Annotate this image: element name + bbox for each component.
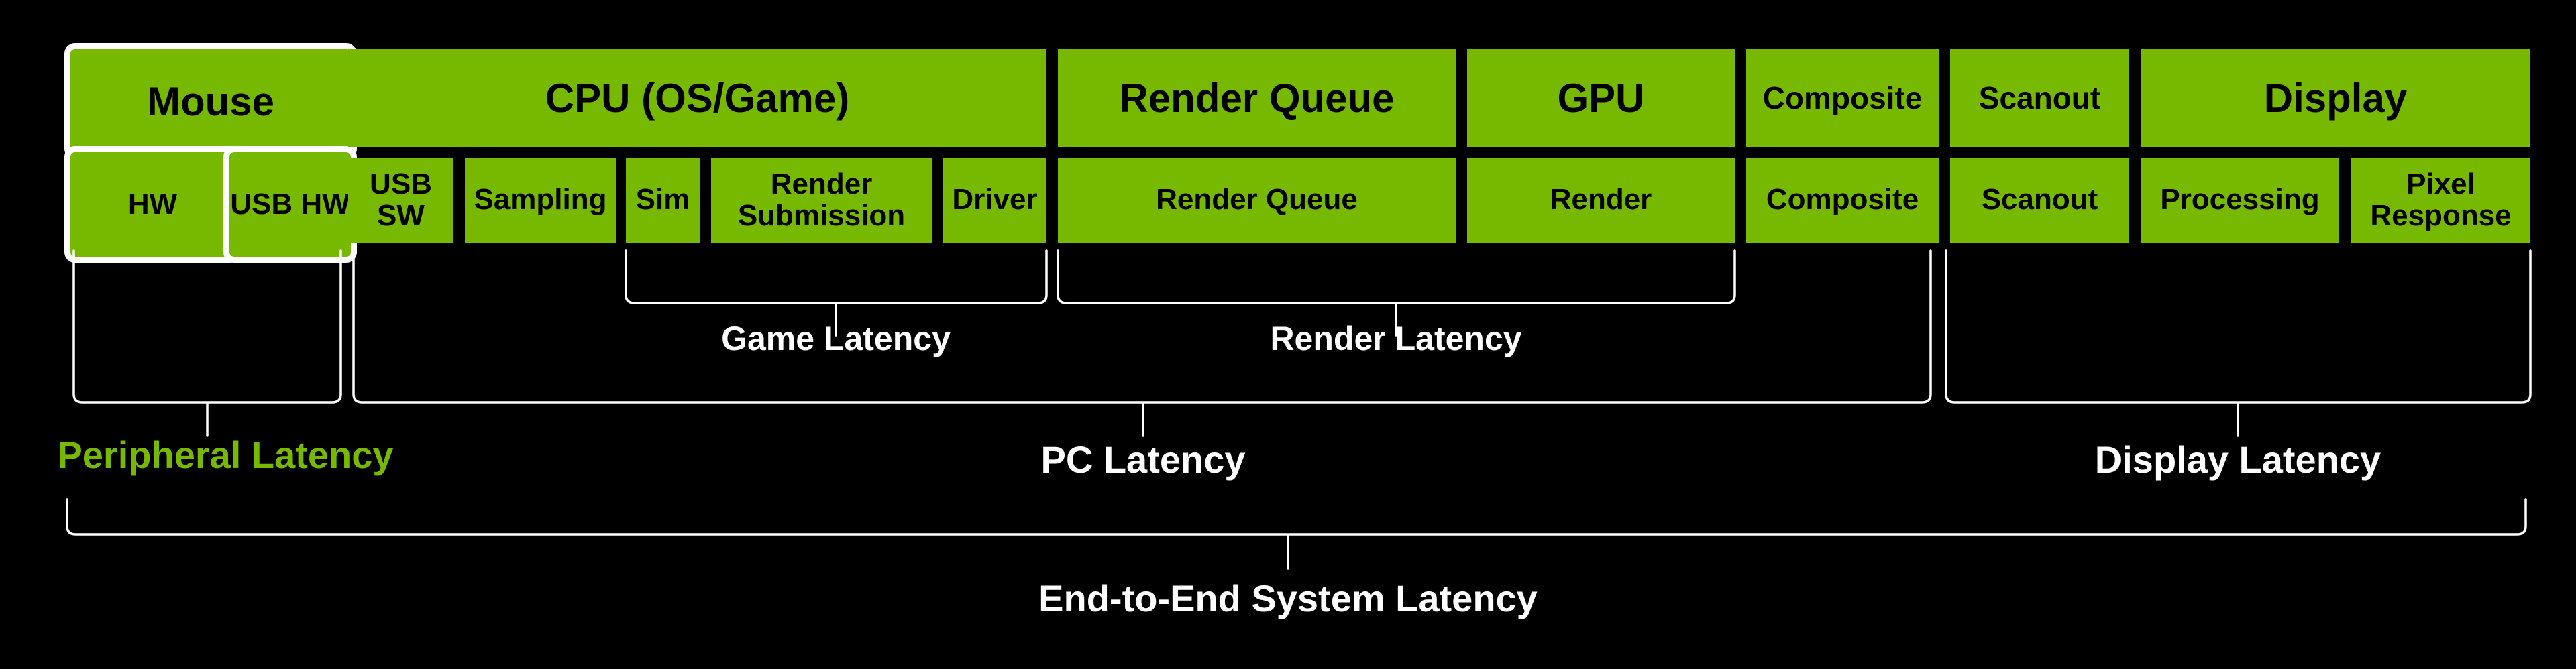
display-latency-brace [1945, 249, 2532, 437]
stage-box-mouse: Mouse [64, 43, 357, 160]
stage-box-sampling: Sampling [465, 158, 616, 243]
display-latency-label: Display Latency [2094, 438, 2381, 481]
stage-box-gpu: GPU [1467, 49, 1735, 147]
stage-box-render: Render [1467, 158, 1735, 243]
stage-box-cpu: CPU (OS/Game) [348, 49, 1046, 147]
stage-box-composite: Composite [1746, 158, 1939, 243]
peripheral-latency-brace [72, 249, 342, 437]
stage-box-scanout: Scanout [1950, 158, 2129, 243]
stage-box-render-queue: Render Queue [1058, 158, 1456, 243]
peripheral-latency-label: Peripheral Latency [57, 434, 394, 476]
pc-latency-brace [352, 249, 1932, 437]
stage-box-composite-header: Composite [1746, 49, 1939, 147]
stage-box-driver: Driver [943, 158, 1046, 243]
stage-box-processing: Processing [2141, 158, 2339, 243]
render-latency-brace [1057, 249, 1736, 337]
end-to-end-system-latency-label: End-to-End System Latency [1038, 577, 1538, 619]
render-latency-label: Render Latency [1270, 320, 1522, 357]
stage-box-pixel-response: Pixel Response [2351, 158, 2530, 243]
stage-box-sim: Sim [626, 158, 700, 243]
stage-box-scanout-header: Scanout [1950, 49, 2129, 147]
stage-box-mouse-hw: HW [64, 146, 241, 263]
end-to-end-latency-brace [66, 498, 2527, 570]
pc-latency-label: PC Latency [1040, 438, 1246, 481]
stage-box-usb-sw: USB SW [348, 158, 453, 243]
stage-box-display: Display [2141, 49, 2530, 147]
stage-box-render-queue-header: Render Queue [1058, 49, 1456, 147]
stage-box-render-submission: Render Submission [711, 158, 932, 243]
game-latency-label: Game Latency [721, 320, 951, 357]
game-latency-brace [625, 249, 1048, 337]
